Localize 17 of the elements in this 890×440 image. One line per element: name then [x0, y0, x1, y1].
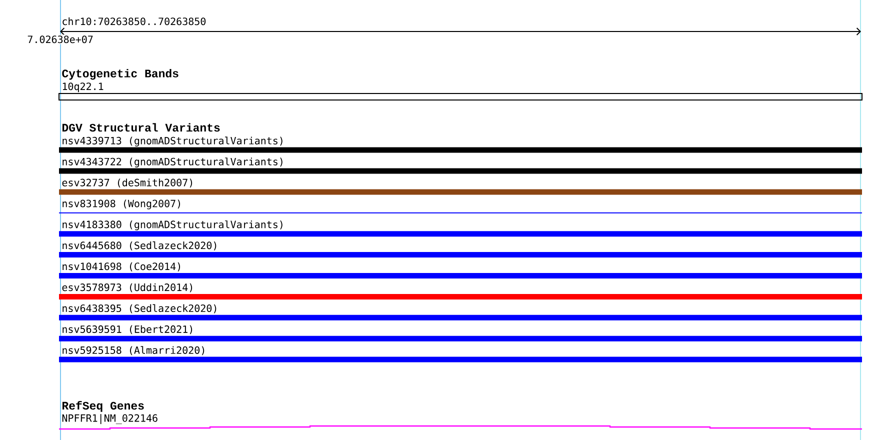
- feature-label: nsv831908 (Wong2007): [62, 200, 180, 210]
- feature-label: nsv5639591 (Ebert2021): [62, 325, 192, 334]
- feature-label: nsv4343722 (gnomADStructuralVariants): [62, 158, 282, 168]
- feature-label: esv3578973 (Uddin2014): [62, 283, 192, 292]
- feature-label: nsv1041698 (Coe2014): [62, 262, 180, 272]
- track-title: DGV Structural Variants: [62, 123, 220, 132]
- feature-label: nsv4183380 (gnomADStructuralVariants): [62, 220, 282, 230]
- feature-label: NPFFR1|NM_022146: [62, 414, 158, 424]
- feature-label: nsv5925158 (Almarri2020): [62, 346, 204, 356]
- location-label: chr10:70263850..70263850: [62, 17, 206, 26]
- feature-label: nsv6438395 (Sedlazeck2020): [62, 304, 216, 314]
- feature-label: esv32737 (deSmith2007): [62, 178, 192, 188]
- feature-label: 10q22.1: [62, 82, 104, 92]
- track-title: Cytogenetic Bands: [62, 68, 178, 80]
- feature-label: nsv6445680 (Sedlazeck2020): [62, 241, 216, 250]
- tick-label: 7.02638e+07: [26, 34, 94, 44]
- feature-label: nsv4339713 (gnomADStructuralVariants): [62, 136, 282, 146]
